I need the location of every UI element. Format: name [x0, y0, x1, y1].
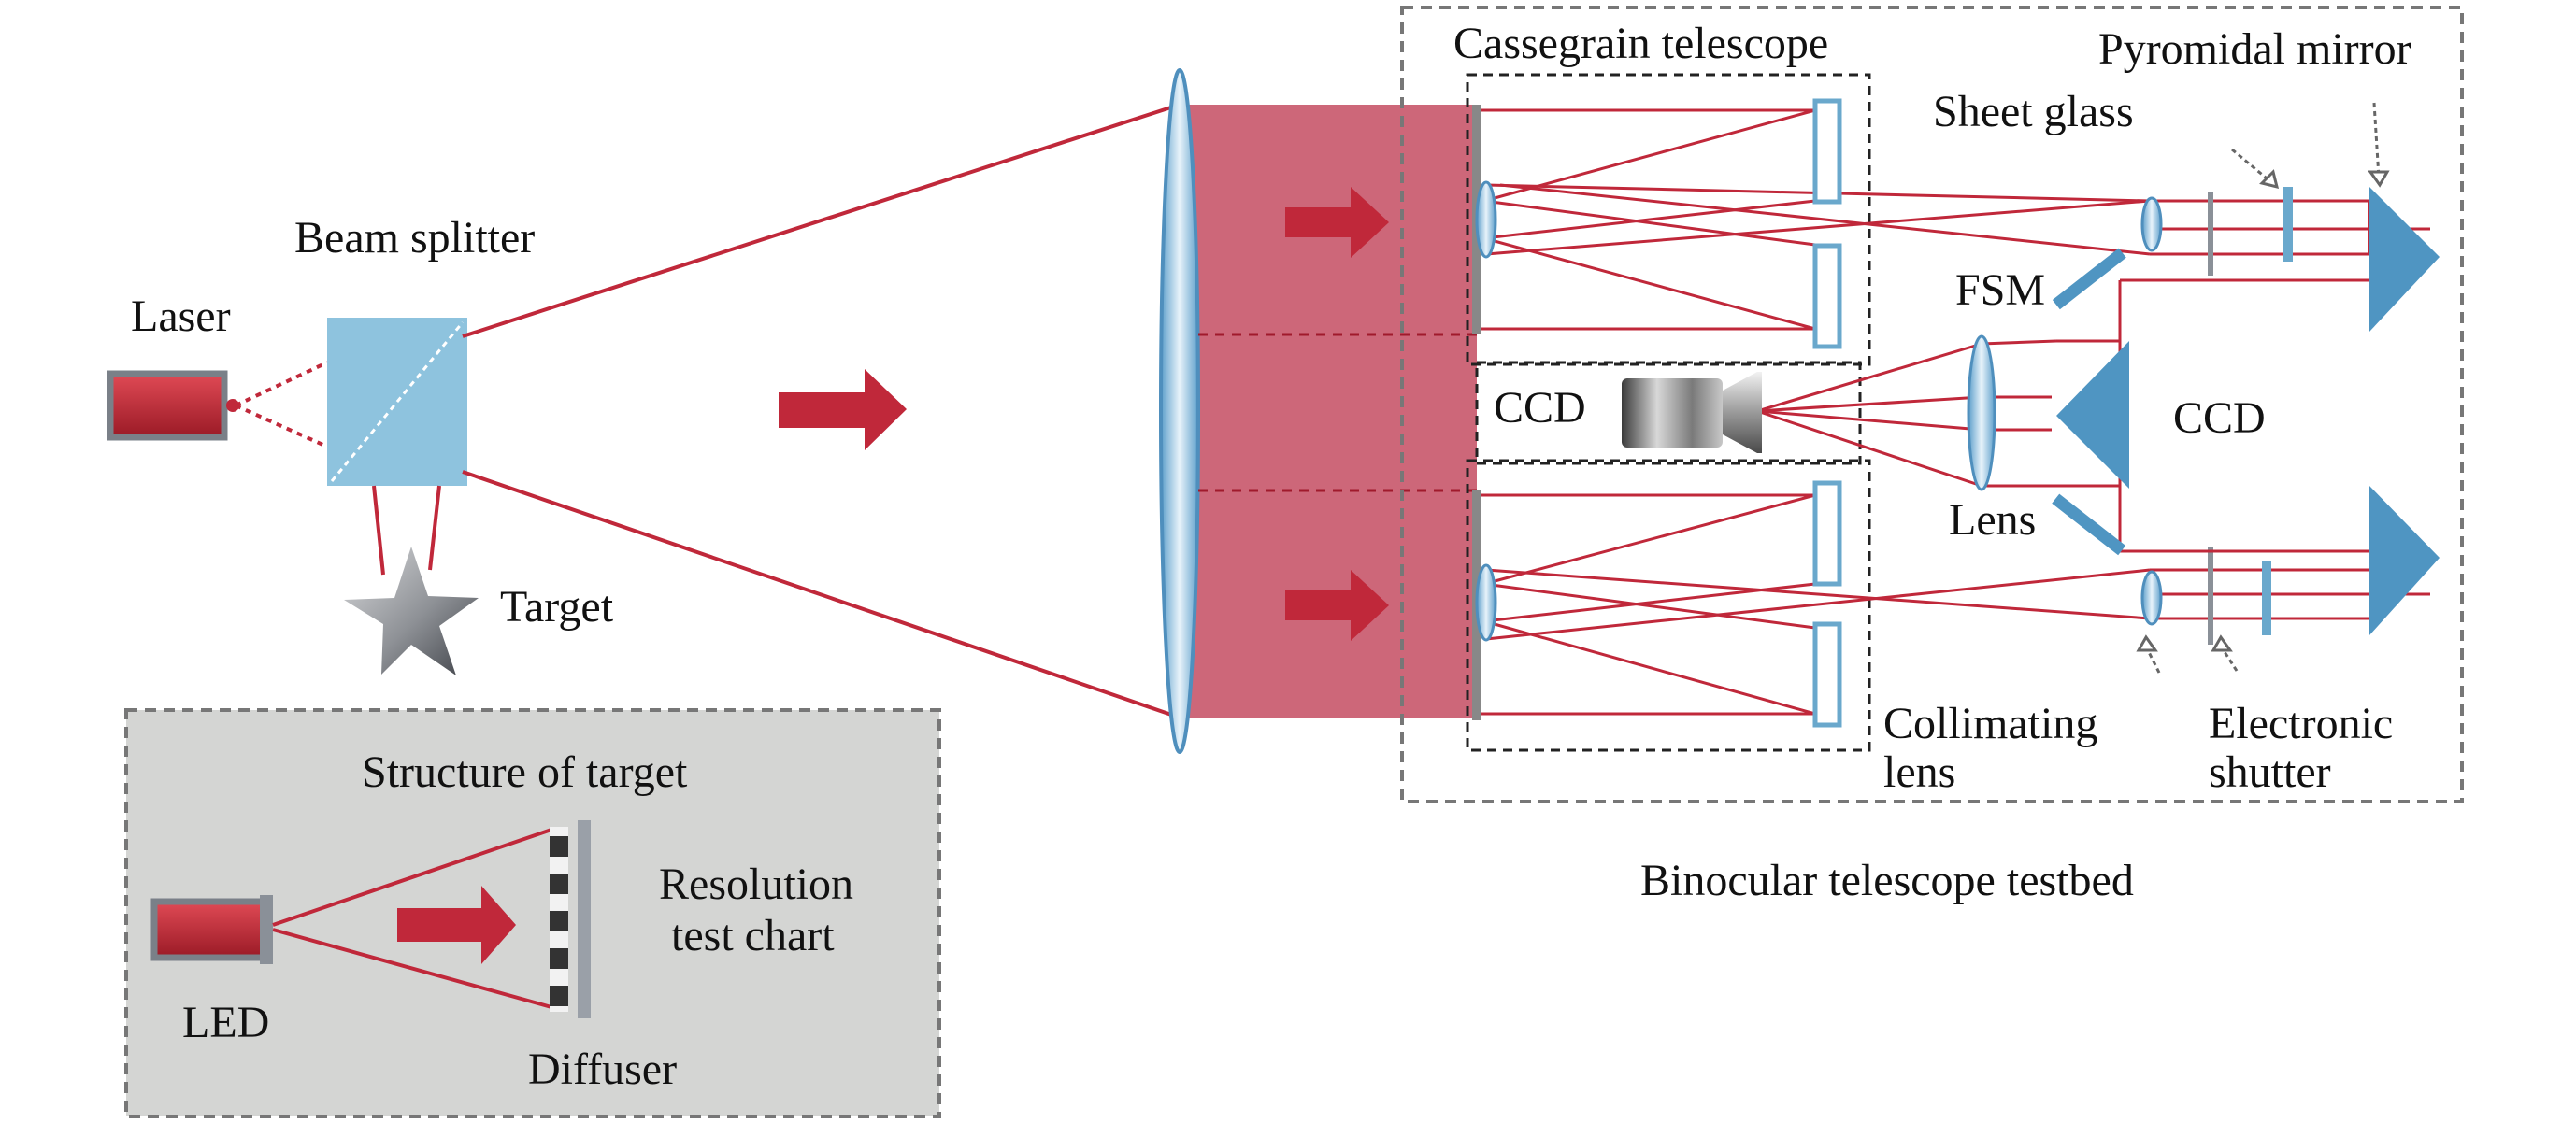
label-ccd-right: CCD — [2173, 393, 2266, 443]
fsm-mirror-top — [2052, 248, 2126, 310]
laser-source-group — [107, 370, 239, 441]
label-resolution-line2: test chart — [671, 911, 835, 960]
target-structure-box — [124, 708, 941, 1118]
sheet-glass-top — [2283, 187, 2293, 262]
label-sheet-glass: Sheet glass — [1933, 87, 2134, 136]
label-fsm: FSM — [1955, 265, 2045, 315]
beam-splitter-cube — [327, 318, 467, 486]
cassegrain-secondary-top-2 — [1812, 243, 1842, 349]
label-shutter-line2: shutter — [2209, 747, 2331, 797]
label-resolution-line1: Resolution — [659, 860, 853, 909]
arrow-right-icon — [397, 886, 516, 964]
target-beam-2 — [428, 485, 441, 571]
cassegrain-secondary-top-1 — [1812, 98, 1842, 205]
collimated-beam-region — [1180, 105, 1477, 718]
cassegrain-bottom-rays — [1481, 493, 2151, 716]
arrow-right-icon — [1285, 570, 1389, 641]
label-collimating-line2: lens — [1883, 747, 1955, 797]
diverging-beam-lower — [462, 470, 1181, 719]
cassegrain-small-lens-bottom — [1475, 563, 1497, 642]
star-target-icon — [344, 547, 479, 675]
ccd-camera-icon — [1622, 372, 1762, 453]
laser-beam-lower — [235, 404, 328, 448]
label-lens: Lens — [1949, 495, 2036, 545]
cassegrain-secondary-bottom-2 — [1812, 621, 1842, 728]
label-diffuser: Diffuser — [528, 1045, 677, 1094]
pyramidal-mirror-top — [2369, 187, 2440, 332]
label-target: Target — [500, 582, 614, 632]
collimating-lens-bottom — [2140, 570, 2163, 626]
cassegrain-bottom-box — [1466, 459, 1871, 752]
label-cassegrain-telescope: Cassegrain telescope — [1453, 19, 1828, 68]
pointer-heads — [2136, 169, 2390, 652]
sheet-glass-bottom — [2262, 561, 2271, 635]
label-ccd-left: CCD — [1494, 383, 1586, 433]
electronic-shutter-top — [2208, 192, 2213, 276]
label-shutter-line1: Electronic — [2209, 699, 2393, 748]
electronic-shutter-bottom — [2208, 547, 2213, 645]
arrow-right-icon — [1285, 187, 1389, 258]
ccd-lens — [1967, 334, 1996, 491]
cassegrain-small-lens-top — [1475, 180, 1497, 259]
collimating-lens-top — [2140, 196, 2163, 252]
binocular-testbed-box — [1400, 6, 2464, 803]
label-structure-of-target: Structure of target — [362, 747, 688, 797]
laser-aperture — [226, 399, 239, 412]
fsm-mirror-bottom — [2052, 493, 2126, 556]
target-beam-1 — [372, 485, 385, 576]
resolution-test-chart — [550, 827, 568, 1012]
label-collimating-line1: Collimating — [1883, 699, 2097, 748]
label-led: LED — [182, 998, 269, 1047]
label-beam-splitter: Beam splitter — [294, 213, 535, 263]
label-pyramidal-mirror: Pyromidal mirror — [2098, 24, 2411, 74]
ccd-left-box — [1475, 361, 1862, 465]
pyramidal-mirror-bottom — [2369, 486, 2440, 635]
objective-lens — [1159, 68, 1200, 754]
arrow-right-icon — [779, 369, 907, 450]
caption-binocular-telescope-testbed: Binocular telescope testbed — [1640, 856, 2134, 905]
diffuser — [578, 820, 591, 1018]
laser-icon — [107, 370, 228, 441]
diverging-beam-upper — [462, 103, 1181, 338]
cassegrain-secondary-bottom-1 — [1812, 480, 1842, 587]
laser-beam-upper — [235, 361, 328, 407]
label-laser: Laser — [131, 291, 231, 341]
cassegrain-top-box — [1466, 73, 1871, 366]
central-pyramid-prism — [2056, 341, 2129, 489]
led-icon — [150, 898, 268, 961]
cassegrain-top-rays — [1481, 108, 2151, 331]
